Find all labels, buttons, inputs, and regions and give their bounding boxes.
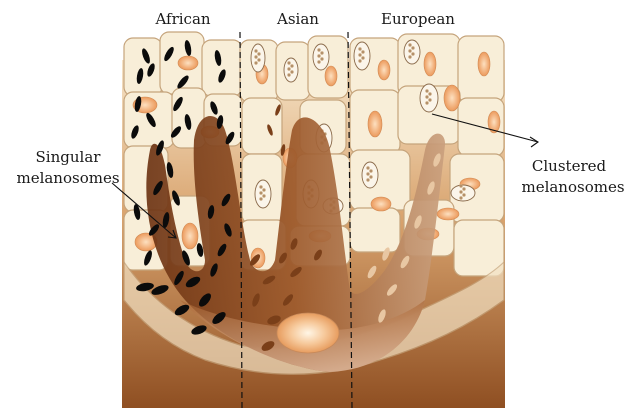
melanosome-cluster (362, 162, 378, 188)
clustered-melanosome-dot (291, 71, 293, 73)
clustered-melanosome-dot (359, 60, 361, 62)
clustered-melanosome-dot (260, 192, 262, 194)
melanosome-cluster (354, 42, 370, 70)
clustered-melanosome-dot (409, 50, 411, 52)
clustered-melanosome-dot (321, 58, 323, 60)
clustered-melanosome-dot (318, 61, 320, 63)
clustered-melanosome-dot (255, 50, 257, 52)
clustered-melanosome-dot (260, 186, 262, 188)
keratinocyte-nucleus (478, 52, 490, 76)
clustered-melanosome-dot (409, 56, 411, 58)
clustered-melanosome-dot (359, 54, 361, 56)
clustered-melanosome-dot (263, 189, 265, 191)
keratinocyte-nucleus (368, 111, 382, 137)
clustered-melanosome-dot (321, 52, 323, 54)
melanosome-cluster (255, 180, 271, 208)
melanosome-cluster (451, 185, 475, 201)
clustered-melanosome-dot (460, 191, 462, 193)
clustered-melanosome-dot (409, 44, 411, 46)
clustered-melanosome-dot (288, 68, 290, 70)
clustered-melanosome-dot (367, 179, 369, 181)
clustered-melanosome-dot (463, 188, 465, 190)
clustered-melanosome-dot (288, 62, 290, 64)
clustered-melanosome-dot (258, 59, 260, 61)
clustered-melanosome-dot (258, 53, 260, 55)
label-asian: Asian (276, 10, 319, 28)
keratinocyte-cell (454, 220, 504, 276)
label-singular-line1: Singular (36, 148, 102, 166)
clustered-melanosome-dot (426, 90, 428, 92)
melanosome-cluster (284, 58, 298, 82)
clustered-melanosome-dot (463, 194, 465, 196)
clustered-melanosome-dot (255, 56, 257, 58)
clustered-melanosome-dot (359, 48, 361, 50)
keratinocyte-nucleus (444, 85, 460, 111)
clustered-melanosome-dot (412, 47, 414, 49)
clustered-melanosome-dot (370, 170, 372, 172)
melanosome-cluster (251, 44, 265, 72)
clustered-melanosome-dot (370, 176, 372, 178)
melanosome-cluster (313, 44, 329, 70)
clustered-melanosome-dot (412, 53, 414, 55)
keratinocyte-cell (350, 208, 400, 252)
keratinocyte-nucleus (325, 66, 337, 86)
melanocyte-nucleus (277, 313, 339, 353)
clustered-melanosome-dot (263, 195, 265, 197)
clustered-melanosome-dot (367, 167, 369, 169)
clustered-melanosome-dot (362, 57, 364, 59)
keratinocyte-cell (242, 98, 282, 154)
clustered-melanosome-dot (255, 62, 257, 64)
label-singular-line2: melanosomes (16, 169, 119, 187)
melanosome-cluster (404, 40, 420, 64)
clustered-melanosome-dot (426, 102, 428, 104)
clustered-melanosome-dot (460, 185, 462, 187)
clustered-melanosome-dot (260, 198, 262, 200)
keratinocyte-cell (202, 40, 242, 96)
clustered-melanosome-dot (429, 93, 431, 95)
clustered-melanosome-dot (318, 55, 320, 57)
clustered-melanosome-dot (429, 99, 431, 101)
label-clustered-line1: Clustered (532, 157, 607, 175)
clustered-melanosome-dot (318, 49, 320, 51)
keratinocyte-nucleus (437, 208, 459, 220)
label-clustered-line2: melanosomes (521, 178, 624, 196)
keratinocyte-nucleus (424, 52, 436, 76)
clustered-melanosome-dot (288, 74, 290, 76)
clustered-melanosome-dot (367, 173, 369, 175)
keratinocyte-nucleus (371, 197, 391, 211)
clustered-melanosome-dot (460, 197, 462, 199)
keratinocyte-cell (124, 38, 162, 96)
keratinocyte-nucleus (178, 56, 198, 70)
keratinocyte-nucleus (378, 60, 390, 80)
clustered-melanosome-dot (426, 96, 428, 98)
melanosome-cluster (420, 84, 438, 112)
clustered-melanosome-dot (362, 51, 364, 53)
label-african: African (154, 10, 210, 28)
label-european: European (381, 10, 455, 28)
clustered-melanosome-dot (291, 65, 293, 67)
keratinocyte-nucleus (182, 223, 198, 249)
